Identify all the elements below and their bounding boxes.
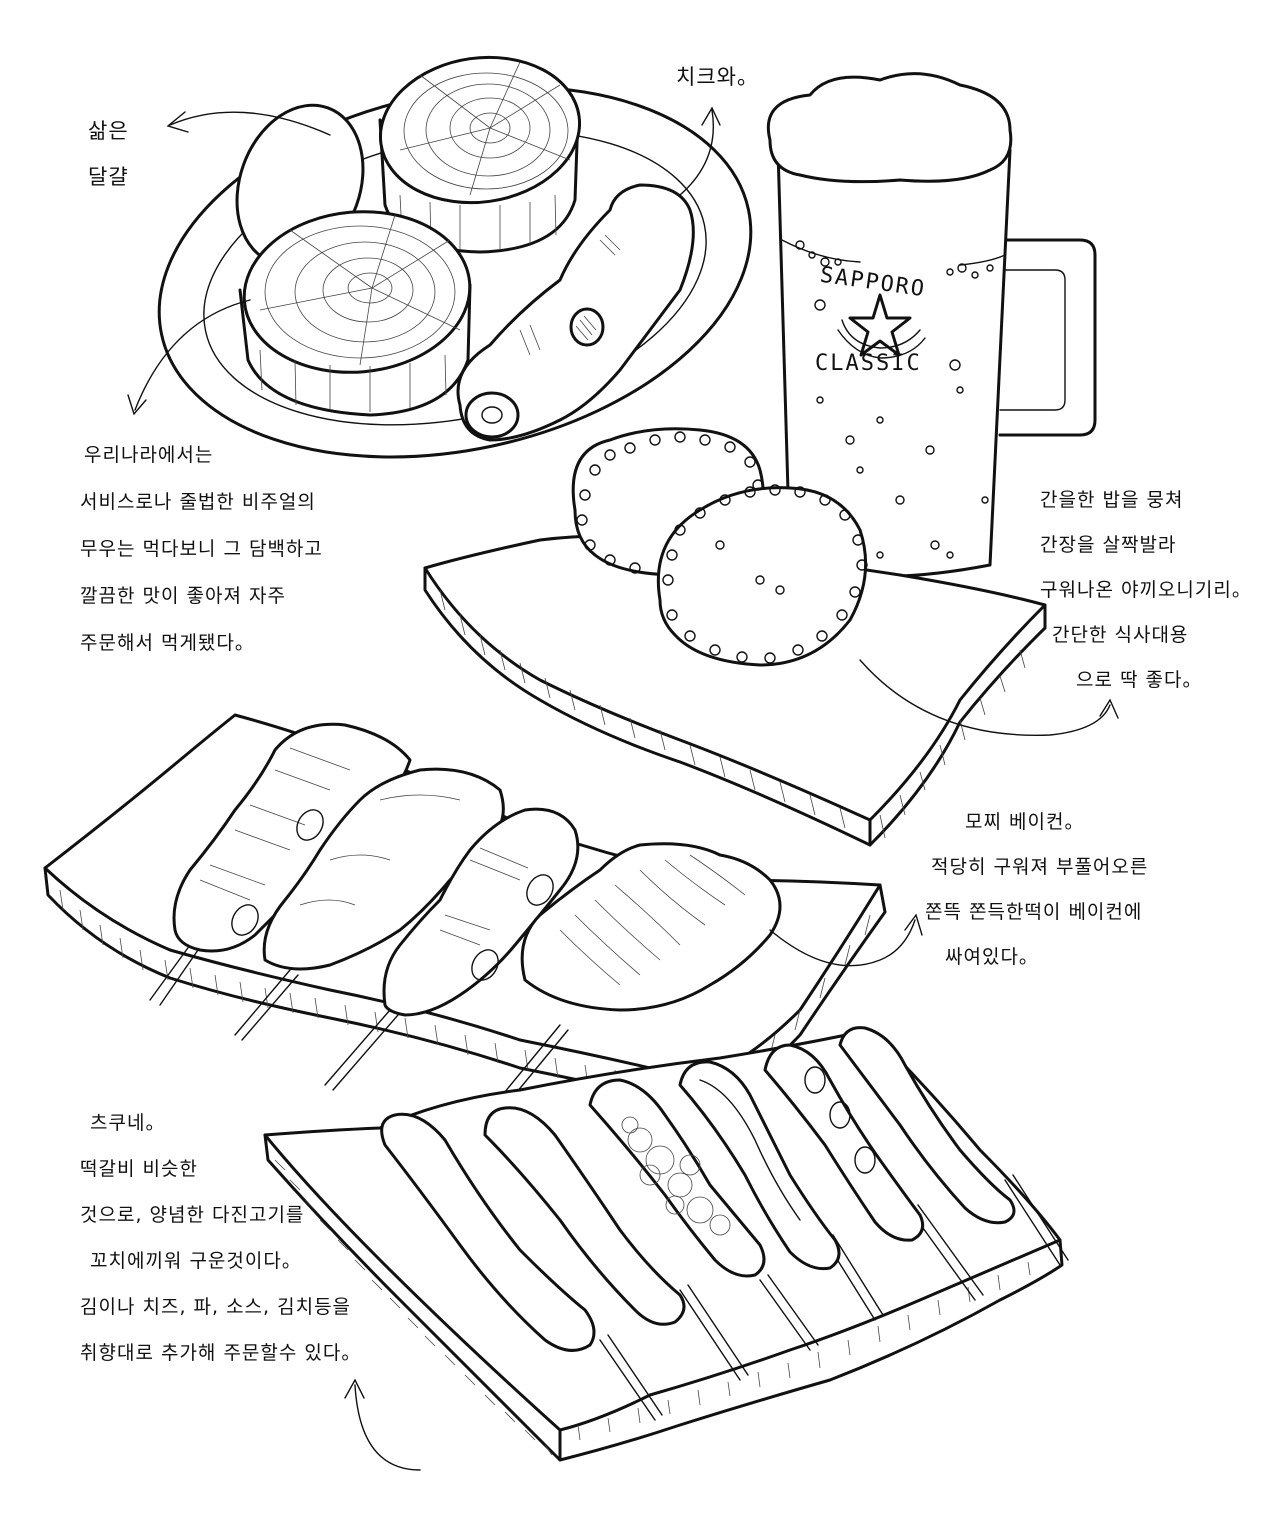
tsukune-arrowhead <box>344 1378 365 1399</box>
onigiri-arrowhead <box>1099 698 1119 719</box>
tsukune-sticks <box>599 1174 1069 1421</box>
note-line: 떡갈비 비슷한 <box>80 1158 198 1180</box>
note-line: 우리나라에서는 <box>84 444 214 466</box>
note-line: 적당히 구워져 부풀어오른 <box>931 856 1149 878</box>
chikuwa-arrow <box>679 109 714 196</box>
chikuwa <box>456 183 695 442</box>
skewer-board <box>43 713 923 1116</box>
onigiri-arrow <box>859 659 1111 736</box>
note-line: 으로 딱 좋다。 <box>1076 669 1203 691</box>
note-mochi-bacon: 모찌 베이컨。 적당히 구워져 부풀어오른 쫀뜩 쫀득한떡이 베이컨에 싸여있다… <box>925 800 1148 980</box>
mochi-bacon-skewer <box>520 842 782 1012</box>
tsukune-plain <box>380 1112 596 1352</box>
note-line: 서비스로나 줄법한 비주얼의 <box>80 491 316 513</box>
note-line: 구워나온 야끼오니기리。 <box>1040 579 1252 601</box>
negima-skewer-3 <box>382 807 580 1017</box>
negima-skewer-2 <box>262 767 505 971</box>
tsukune-with-green-onion <box>763 1043 925 1242</box>
daikon-arrow <box>134 299 251 411</box>
note-line: 치크와。 <box>676 65 759 89</box>
onigiri-board <box>423 427 1119 847</box>
note-line: 주문해서 먹게됐다。 <box>80 632 255 654</box>
egg-arrow <box>169 111 331 136</box>
mochi-arrow <box>769 919 916 967</box>
egg-arrowhead <box>166 111 189 133</box>
logo-brand-bottom: CLASSIC <box>815 351 922 376</box>
tsukune-board <box>263 1026 1069 1471</box>
note-line: 꼬치에끼워 구운것이다。 <box>90 1250 302 1272</box>
beer-mug: SAPPORO CLASSIC <box>766 72 1097 578</box>
note-line: 간단한 식사대용 <box>1052 624 1189 646</box>
tsukune-plain-2 <box>838 1026 1016 1225</box>
tsukune-with-nori <box>588 1078 766 1278</box>
note-line: 삶은 <box>88 119 129 143</box>
note-line: 간을한 밥을 뭉쳐 <box>1040 489 1184 511</box>
tsukune-with-sauce <box>483 1106 686 1326</box>
chikuwa-arrowhead <box>701 106 721 126</box>
note-line: 깔끔한 맛이 좋아져 자주 <box>80 585 286 607</box>
yaki-onigiri <box>571 427 868 667</box>
daikon-arrowhead <box>127 394 147 416</box>
note-line: 무우는 먹다보니 그 담백하고 <box>80 538 323 560</box>
note-chikuwa: 치크와。 <box>676 55 759 99</box>
note-yaki-onigiri: 간을한 밥을 뭉쳐 간장을 살짝발라 구워나온 야끼오니기리。 간단한 식사대용… <box>1040 478 1252 703</box>
daikon-front <box>238 210 472 417</box>
note-line: 것으로, 양념한 다진고기를 <box>80 1204 305 1226</box>
note-daikon: 우리나라에서는 서비스로나 줄법한 비주얼의 무우는 먹다보니 그 담백하고 깔… <box>80 432 323 667</box>
note-line: 모찌 베이컨。 <box>965 811 1085 833</box>
tsukune-with-cheese <box>678 1060 841 1271</box>
note-line: 간장을 살짝발라 <box>1040 534 1177 556</box>
negima-skewer-1 <box>172 722 412 953</box>
note-line: 취향대로 추가해 주문할수 있다。 <box>80 1342 362 1364</box>
note-line: 김이나 치즈, 파, 소스, 김치등을 <box>80 1296 352 1318</box>
note-line: 쫀뜩 쫀득한떡이 베이컨에 <box>925 901 1143 923</box>
daikon-back <box>378 55 582 254</box>
note-boiled-egg: 삶은 달걀 <box>88 108 129 200</box>
note-line: 싸여있다。 <box>945 946 1039 968</box>
note-line: 달걀 <box>88 165 129 189</box>
note-tsukune: 츠쿠네。 떡갈비 비슷한 것으로, 양념한 다진고기를 꼬치에끼워 구운것이다。… <box>80 1100 361 1376</box>
tsukune-arrow <box>354 1384 421 1471</box>
note-line: 츠쿠네。 <box>90 1112 166 1134</box>
mochi-arrowhead <box>904 913 923 936</box>
star-icon <box>848 293 912 357</box>
